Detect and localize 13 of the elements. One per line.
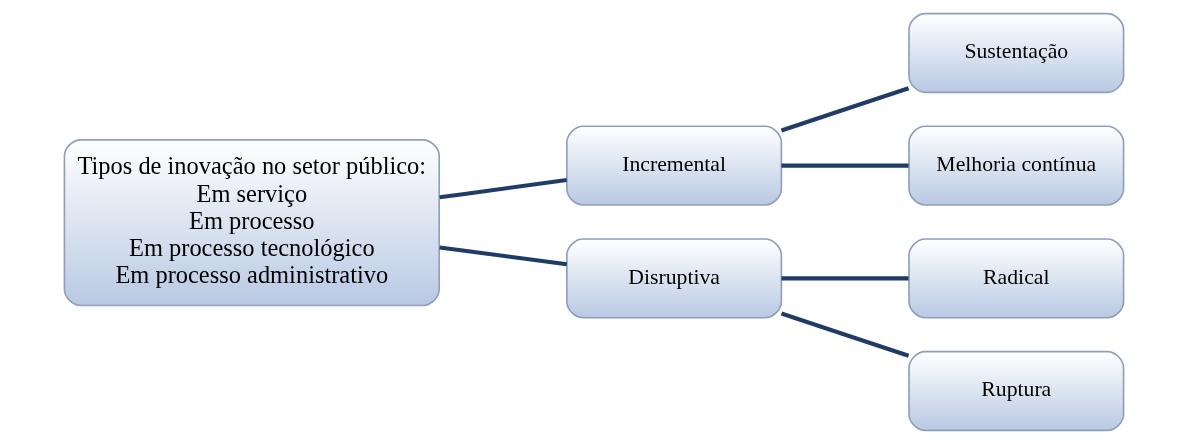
node-box: Tipos de inovação no setor público: Em serviço Em processo Em processo tecnológico Em processo administrativo <box>63 139 440 307</box>
connector <box>780 311 909 358</box>
node-box: Radical <box>907 238 1124 319</box>
connector <box>781 163 909 168</box>
connector <box>781 276 909 281</box>
node-box: Disruptiva <box>565 238 782 319</box>
node-box: Sustentação <box>907 12 1124 94</box>
connector <box>438 245 567 267</box>
connector <box>438 178 567 200</box>
node-box: Incremental <box>565 125 782 206</box>
connector <box>780 86 909 133</box>
node-box: Ruptura <box>907 350 1124 432</box>
node-box: Melhoria contínua <box>907 125 1124 206</box>
